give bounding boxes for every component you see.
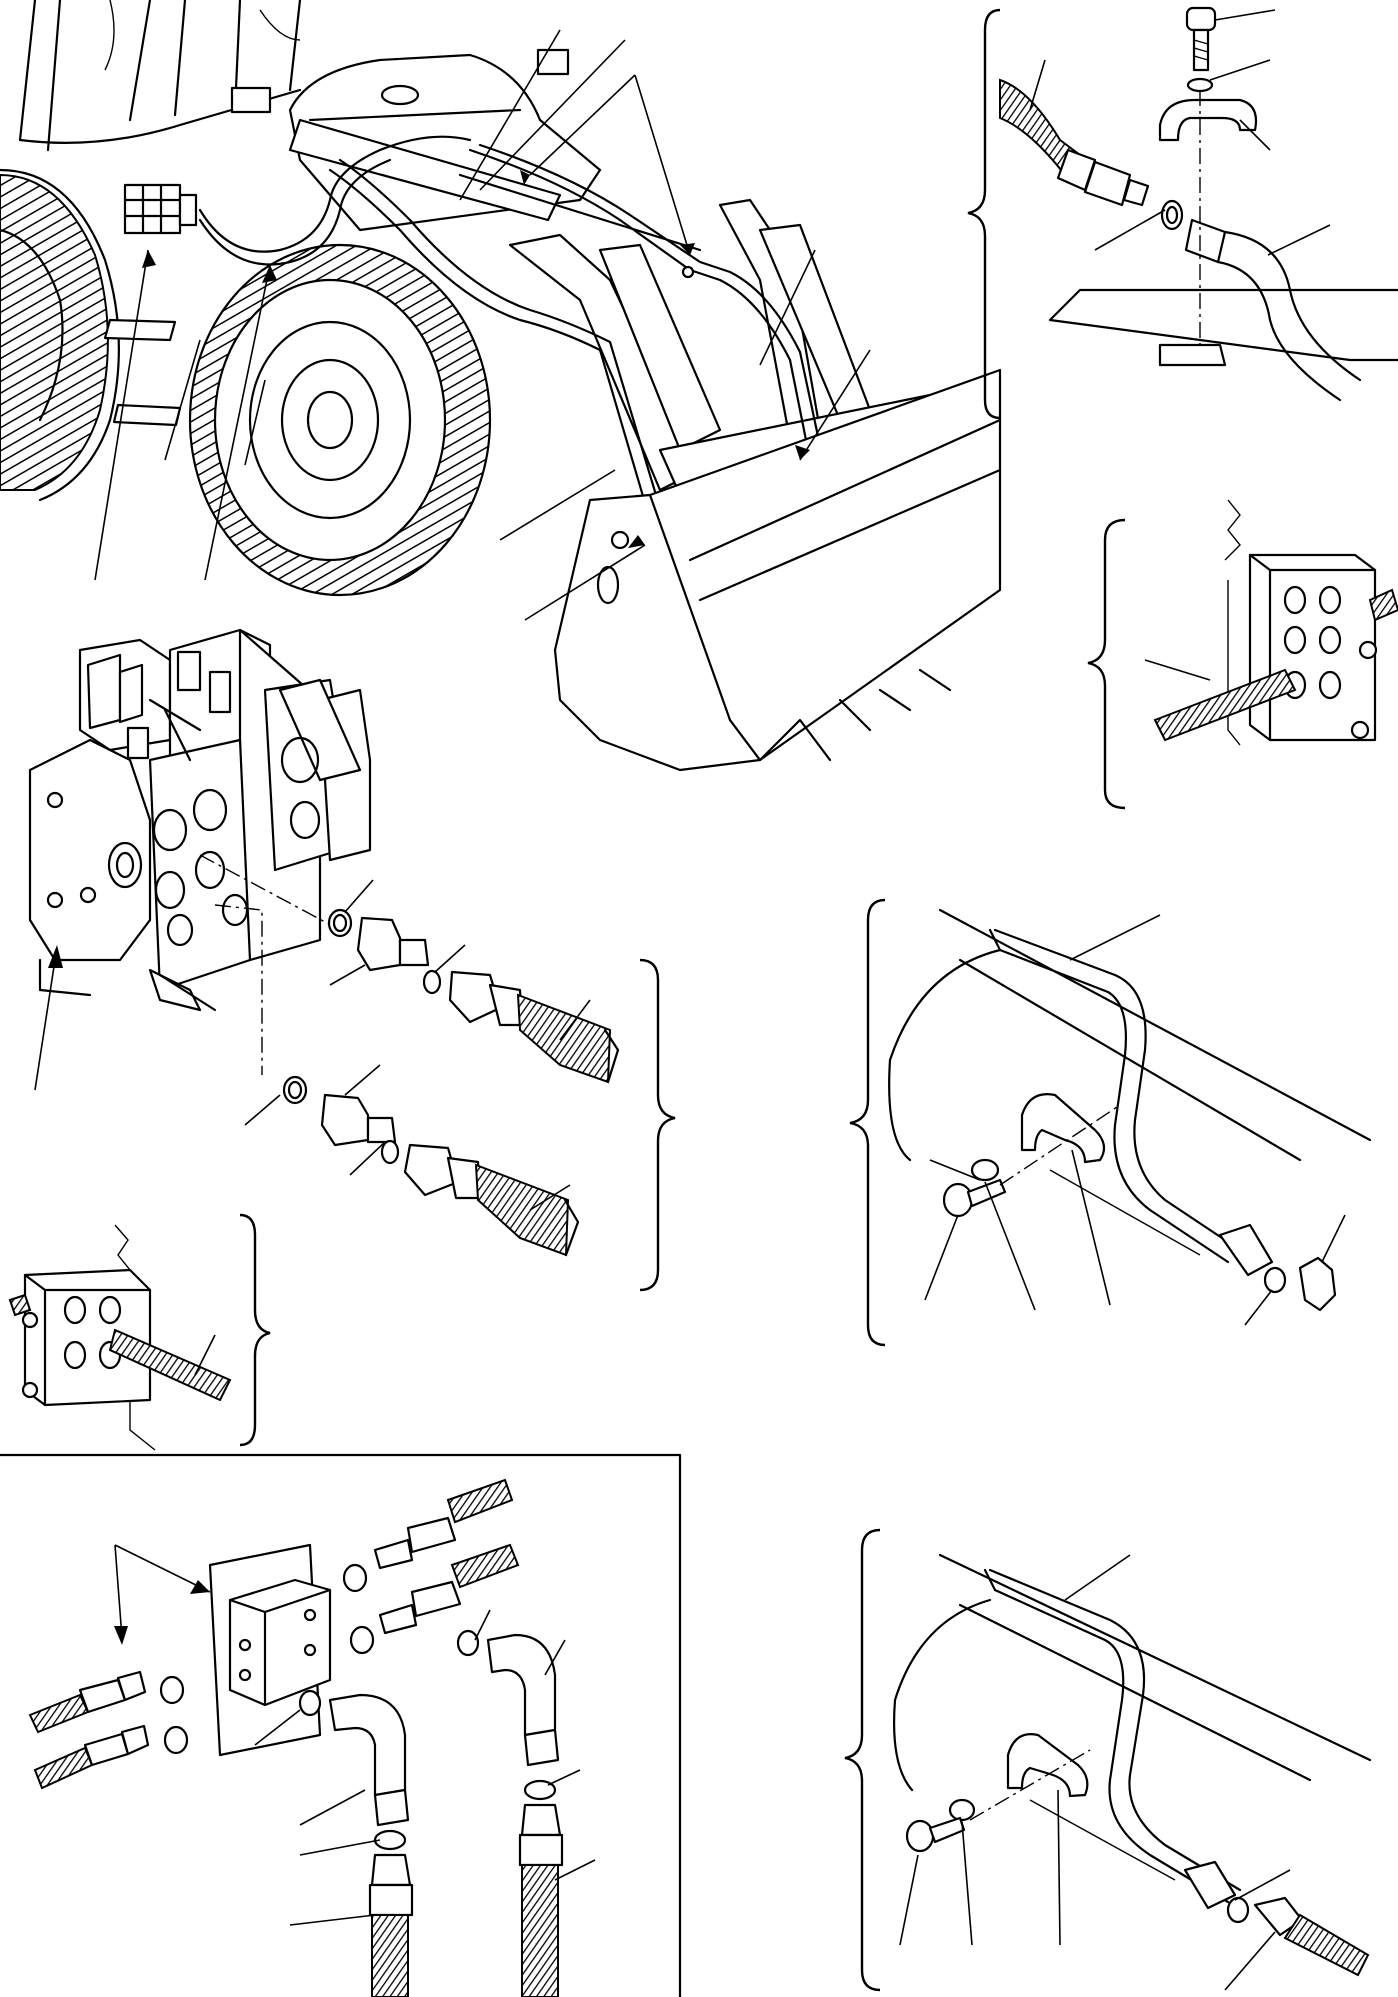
valve-end-cover <box>28 738 152 997</box>
detail-pipe-clamp-lower <box>844 1528 1372 1992</box>
braided-hose <box>108 1328 232 1402</box>
braided-hose <box>1283 1913 1370 1977</box>
pipe-clamp <box>1020 1093 1106 1164</box>
work-lamp <box>536 48 570 76</box>
detail-bulkhead-right <box>1087 499 1398 810</box>
bolt <box>1185 6 1217 72</box>
loader-bucket <box>553 368 1002 772</box>
adapter-fitting <box>320 1093 370 1147</box>
o-ring <box>282 1075 308 1105</box>
o-ring <box>342 1563 368 1593</box>
washer <box>948 1798 976 1822</box>
valve-ports <box>152 736 321 947</box>
o-ring <box>1263 1266 1287 1294</box>
quick-coupler-right <box>373 1478 520 1635</box>
view-arrow <box>34 945 63 1091</box>
o-ring <box>422 969 442 995</box>
o-ring <box>1160 199 1184 231</box>
pipe-clamp <box>1158 98 1258 142</box>
o-ring <box>327 908 353 938</box>
detail-pipe-clamp-mid <box>849 898 1372 1347</box>
mounting-plate <box>938 908 1372 1162</box>
detail-frame <box>0 1453 682 1997</box>
manifold-block <box>228 1578 332 1707</box>
washer <box>970 1158 1000 1182</box>
callout-arrowheads <box>142 170 810 548</box>
cab-frame <box>18 0 302 152</box>
braided-hose <box>371 1914 409 1997</box>
detail-brace <box>844 1528 881 1992</box>
view-arrow <box>114 1544 211 1645</box>
blanking-cap <box>1298 1256 1337 1312</box>
lift-cylinder <box>288 118 702 252</box>
quick-coupler-left <box>28 1670 150 1790</box>
hose-nut <box>448 970 502 1024</box>
adapter-fitting <box>356 916 402 972</box>
detail-manifold-box <box>0 1453 682 1997</box>
hose-nut <box>403 1143 460 1197</box>
callout-leaders <box>94 29 871 621</box>
detail-brace <box>1087 518 1126 810</box>
braided-hose <box>516 993 612 1084</box>
bolt <box>905 1816 966 1853</box>
machine-overview <box>0 0 1002 772</box>
mounting-plate <box>938 1553 1372 1782</box>
hose-fitting <box>1056 148 1150 207</box>
detail-brace <box>967 8 1001 420</box>
rear-tyre <box>0 168 120 502</box>
front-tyre <box>188 243 492 597</box>
o-ring <box>349 1625 375 1655</box>
braided-hose <box>8 1293 32 1317</box>
work-lamp <box>230 86 272 114</box>
pipe-fitting <box>1183 1860 1237 1910</box>
o-ring <box>380 1139 400 1165</box>
cab-steps <box>103 318 182 427</box>
detail-brace <box>239 1213 271 1447</box>
loader-arm-right <box>718 198 872 442</box>
braided-hose <box>521 1864 559 1997</box>
detail-brace <box>849 898 886 1347</box>
fitting-chain-upper <box>327 879 620 1084</box>
solenoid-valve-block <box>123 183 198 235</box>
braided-hose <box>1153 668 1297 742</box>
bulkhead-block <box>1248 553 1377 742</box>
o-ring <box>159 1675 185 1705</box>
detail-bulkhead-left <box>8 1213 271 1451</box>
elbow-fitting-right <box>456 1629 564 1997</box>
mounting-plate <box>1048 288 1398 362</box>
detail-brace <box>639 958 676 1292</box>
steel-pipe <box>983 1568 1242 1904</box>
detail-clamp-fitting <box>967 6 1398 420</box>
washer <box>1186 77 1214 93</box>
braided-hose <box>474 1163 570 1257</box>
elbow-fitting-left <box>298 1689 414 1997</box>
valve-solenoids <box>86 650 232 762</box>
fitting-chain-lower <box>244 1064 580 1257</box>
steel-pipe <box>1184 218 1362 402</box>
steel-pipe <box>988 928 1242 1264</box>
pipe-fitting <box>1218 1223 1274 1277</box>
control-valve-assembly <box>28 628 372 1091</box>
pipe-clamp <box>1006 1733 1089 1798</box>
o-ring <box>1226 1896 1250 1924</box>
o-ring <box>163 1725 189 1755</box>
